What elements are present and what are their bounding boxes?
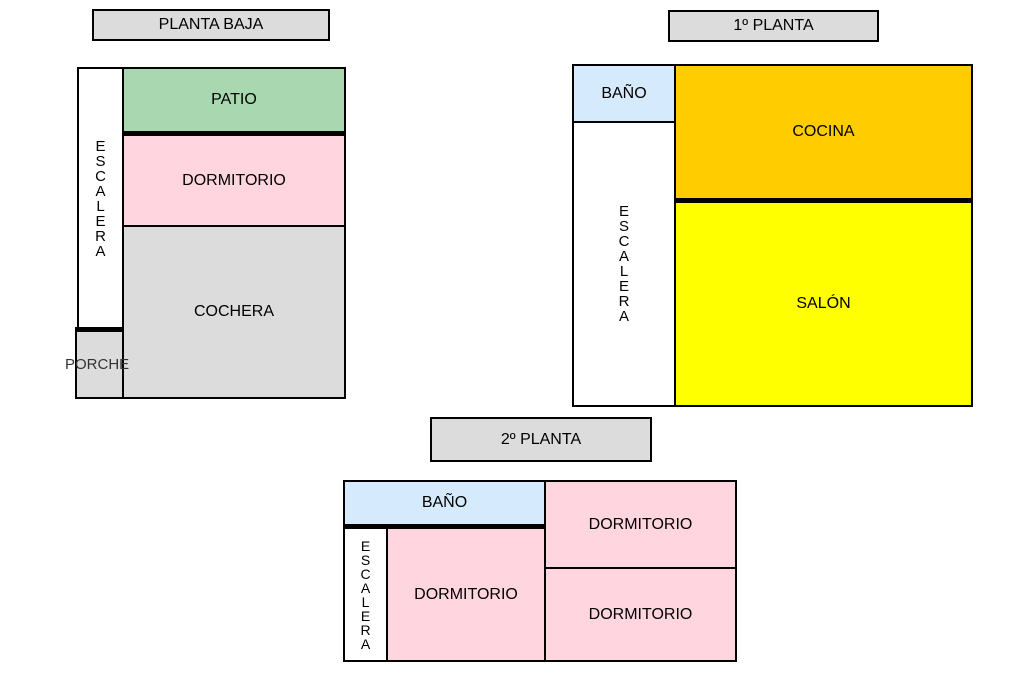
first-bathroom-label: BAÑO (601, 84, 647, 102)
second-bathroom: BAÑO (343, 480, 546, 529)
ground-patio: PATIO (122, 67, 346, 136)
ground-porch: PORCHE (65, 327, 129, 399)
ground-floor-title: PLANTA BAJA (92, 9, 330, 41)
first-floor-title-text: 1º PLANTA (733, 17, 814, 34)
first-kitchen: COCINA (674, 64, 973, 203)
first-kitchen-label: COCINA (792, 123, 855, 140)
second-floor-title-text: 2º PLANTA (500, 430, 582, 448)
second-bedroom-left: DORMITORIO (386, 527, 546, 662)
second-bedroom-bottom-right-label: DORMITORIO (588, 605, 693, 623)
ground-garage: COCHERA (122, 225, 346, 399)
ground-porch-label: PORCHE (65, 356, 130, 373)
second-bedroom-left-label: DORMITORIO (414, 585, 518, 603)
first-bathroom: BAÑO (572, 64, 676, 123)
ground-patio-label: PATIO (211, 91, 257, 108)
second-bedroom-top-right-label: DORMITORIO (588, 515, 693, 533)
ground-floor-title-text: PLANTA BAJA (158, 16, 264, 33)
second-bedroom-top-right: DORMITORIO (544, 480, 737, 569)
first-living-room: SALÓN (674, 201, 973, 407)
second-bedroom-bottom-right: DORMITORIO (544, 567, 737, 662)
second-floor-title: 2º PLANTA (430, 417, 652, 462)
ground-bedroom-label: DORMITORIO (182, 171, 286, 189)
ground-bedroom: DORMITORIO (122, 134, 346, 227)
first-living-room-label: SALÓN (796, 295, 851, 312)
second-bathroom-label: BAÑO (421, 494, 468, 511)
ground-garage-label: COCHERA (193, 303, 274, 320)
first-floor-title: 1º PLANTA (668, 10, 879, 42)
